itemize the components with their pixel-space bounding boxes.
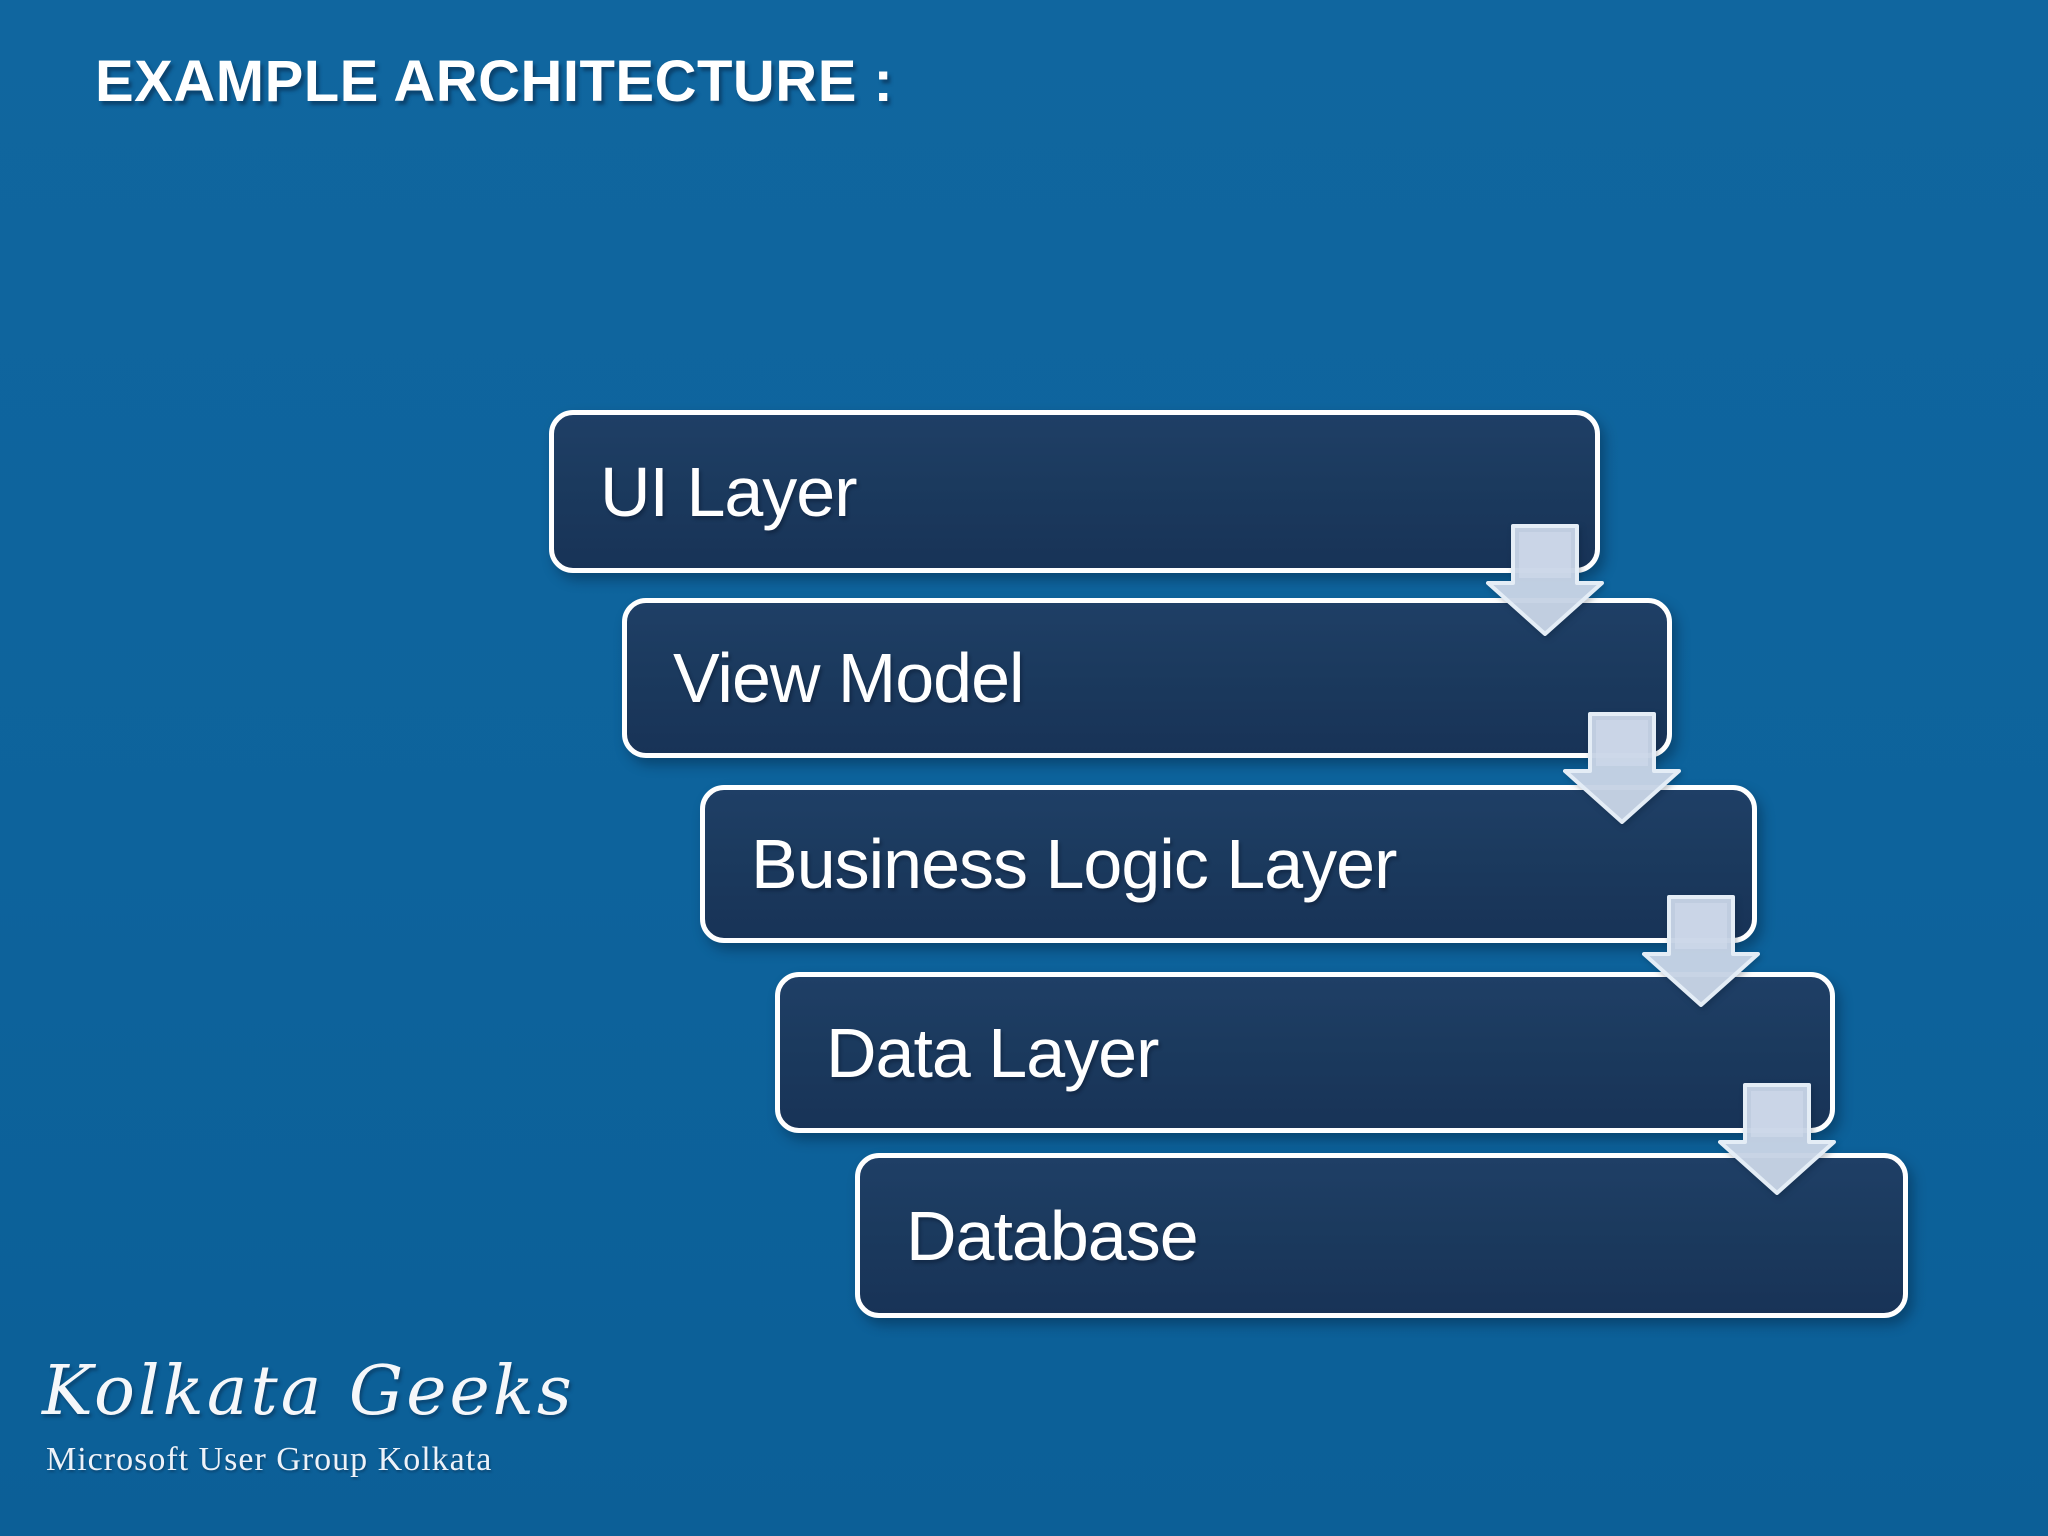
down-arrow-icon <box>1642 895 1760 1007</box>
layer-label-business-logic-layer: Business Logic Layer <box>751 825 1397 903</box>
layer-label-ui-layer: UI Layer <box>600 452 858 531</box>
logo-subtext: Microsoft User Group Kolkata <box>46 1441 493 1478</box>
layer-box-ui-layer: UI Layer <box>549 410 1600 573</box>
down-arrow-icon <box>1486 524 1604 636</box>
footer-logo: Kolkata Geeks Microsoft User Group Kolka… <box>42 1352 575 1479</box>
layer-box-database: Database <box>855 1153 1908 1318</box>
kolkata-geeks-logo-text: Kolkata Geeks <box>42 1352 575 1431</box>
layer-label-database: Database <box>906 1196 1199 1275</box>
layer-label-data-layer: Data Layer <box>826 1013 1159 1092</box>
layer-box-data-layer: Data Layer <box>775 972 1835 1133</box>
down-arrow-icon <box>1563 712 1681 824</box>
down-arrow-icon <box>1718 1083 1836 1195</box>
slide-title: EXAMPLE ARCHITECTURE : <box>95 49 894 114</box>
layer-box-view-model: View Model <box>622 598 1672 758</box>
layer-label-view-model: View Model <box>673 639 1025 717</box>
layer-box-business-logic-layer: Business Logic Layer <box>700 785 1757 943</box>
